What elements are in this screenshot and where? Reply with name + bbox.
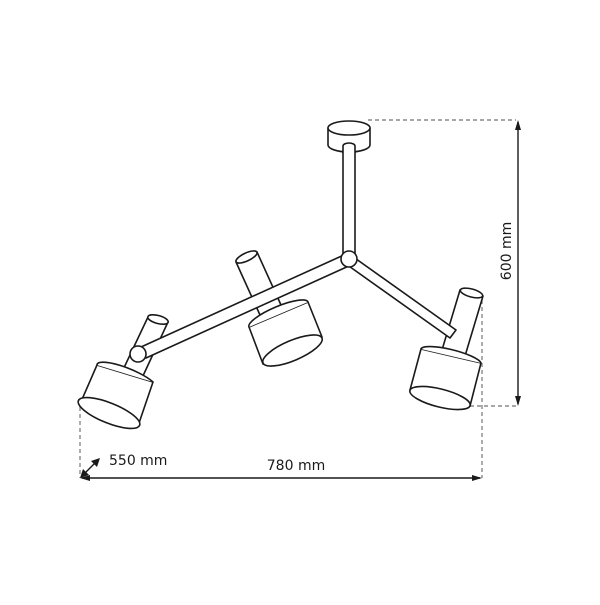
- width-label: 780 mm: [267, 458, 325, 474]
- lamp-drawing: [77, 120, 484, 430]
- shade-right: [409, 345, 482, 411]
- left-arm-joint: [129, 345, 147, 363]
- depth-label: 550 mm: [109, 453, 167, 469]
- short-arm-right: [345, 255, 457, 339]
- height-label: 600 mm: [499, 222, 515, 280]
- height-dimension: 600 mm: [499, 120, 521, 406]
- shade-left: [77, 361, 154, 430]
- width-dimension: 780 mm: [80, 458, 482, 481]
- vertical-stem: [342, 146, 356, 255]
- depth-dimension: 550 mm: [80, 453, 167, 478]
- dimension-guides: [79, 119, 516, 478]
- central-joint: [340, 250, 358, 268]
- shade-middle: [248, 299, 324, 367]
- ceiling-canopy: [327, 120, 371, 153]
- shade-right-stem: [441, 287, 484, 357]
